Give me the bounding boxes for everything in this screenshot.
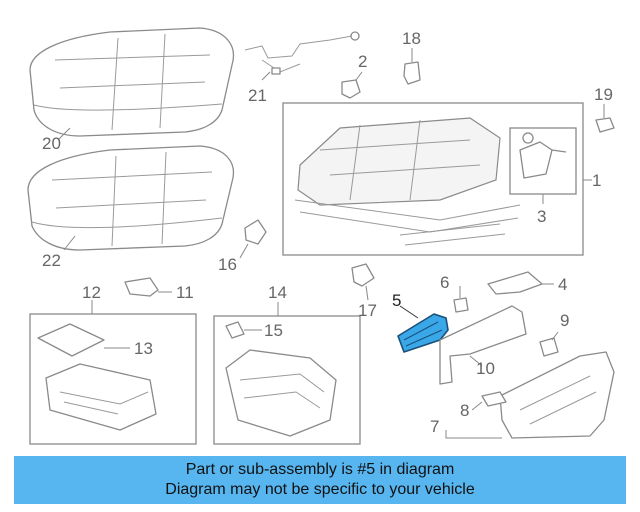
callout-20: 20 (42, 134, 61, 153)
part-6-clip (453, 286, 469, 313)
callout-14: 14 (268, 283, 287, 302)
callout-9: 9 (560, 311, 569, 330)
callout-5: 5 (392, 291, 401, 310)
callout-2: 2 (358, 52, 367, 71)
part-16-bracket (239, 219, 267, 259)
part-7-side-cover (445, 351, 615, 439)
part-12-tray-box (29, 300, 197, 445)
callout-22: 22 (42, 251, 61, 270)
callout-7: 7 (430, 417, 439, 436)
part-14-housing-box (213, 302, 361, 445)
callout-15: 15 (264, 321, 283, 340)
part-19-block (595, 104, 615, 133)
part-9-fastener (539, 331, 559, 357)
part-17-bracket (351, 263, 375, 301)
part-1-seat-frame-box (282, 102, 592, 256)
part-4-bracket (487, 271, 554, 295)
part-21-wire-harness (244, 31, 360, 81)
callout-13: 13 (134, 339, 153, 358)
callout-19: 19 (594, 85, 613, 104)
callout-8: 8 (460, 401, 469, 420)
callout-21: 21 (248, 86, 267, 105)
callout-12: 12 (82, 283, 101, 302)
banner-line-1: Part or sub-assembly is #5 in diagram (185, 461, 455, 478)
callout-6: 6 (440, 273, 449, 292)
part-2-clip (341, 71, 363, 99)
part-20-cushion-pad (29, 27, 234, 141)
banner-line-2: Diagram may not be specific to your vehi… (165, 481, 475, 498)
callout-18: 18 (402, 29, 421, 48)
callout-3: 3 (537, 207, 546, 226)
part-5-highlighted (397, 305, 449, 353)
callout-11: 11 (176, 283, 194, 302)
callout-10: 10 (476, 359, 495, 378)
callout-4: 4 (558, 275, 567, 294)
part-11-piece (124, 277, 172, 297)
callout-17: 17 (358, 301, 377, 320)
part-22-cushion-cover (27, 145, 234, 251)
part-18-connector (403, 48, 421, 85)
part-10-rod (439, 305, 527, 385)
info-banner: Part or sub-assembly is #5 in diagram Di… (14, 456, 626, 504)
callout-16: 16 (218, 255, 237, 274)
callout-1: 1 (592, 171, 601, 190)
